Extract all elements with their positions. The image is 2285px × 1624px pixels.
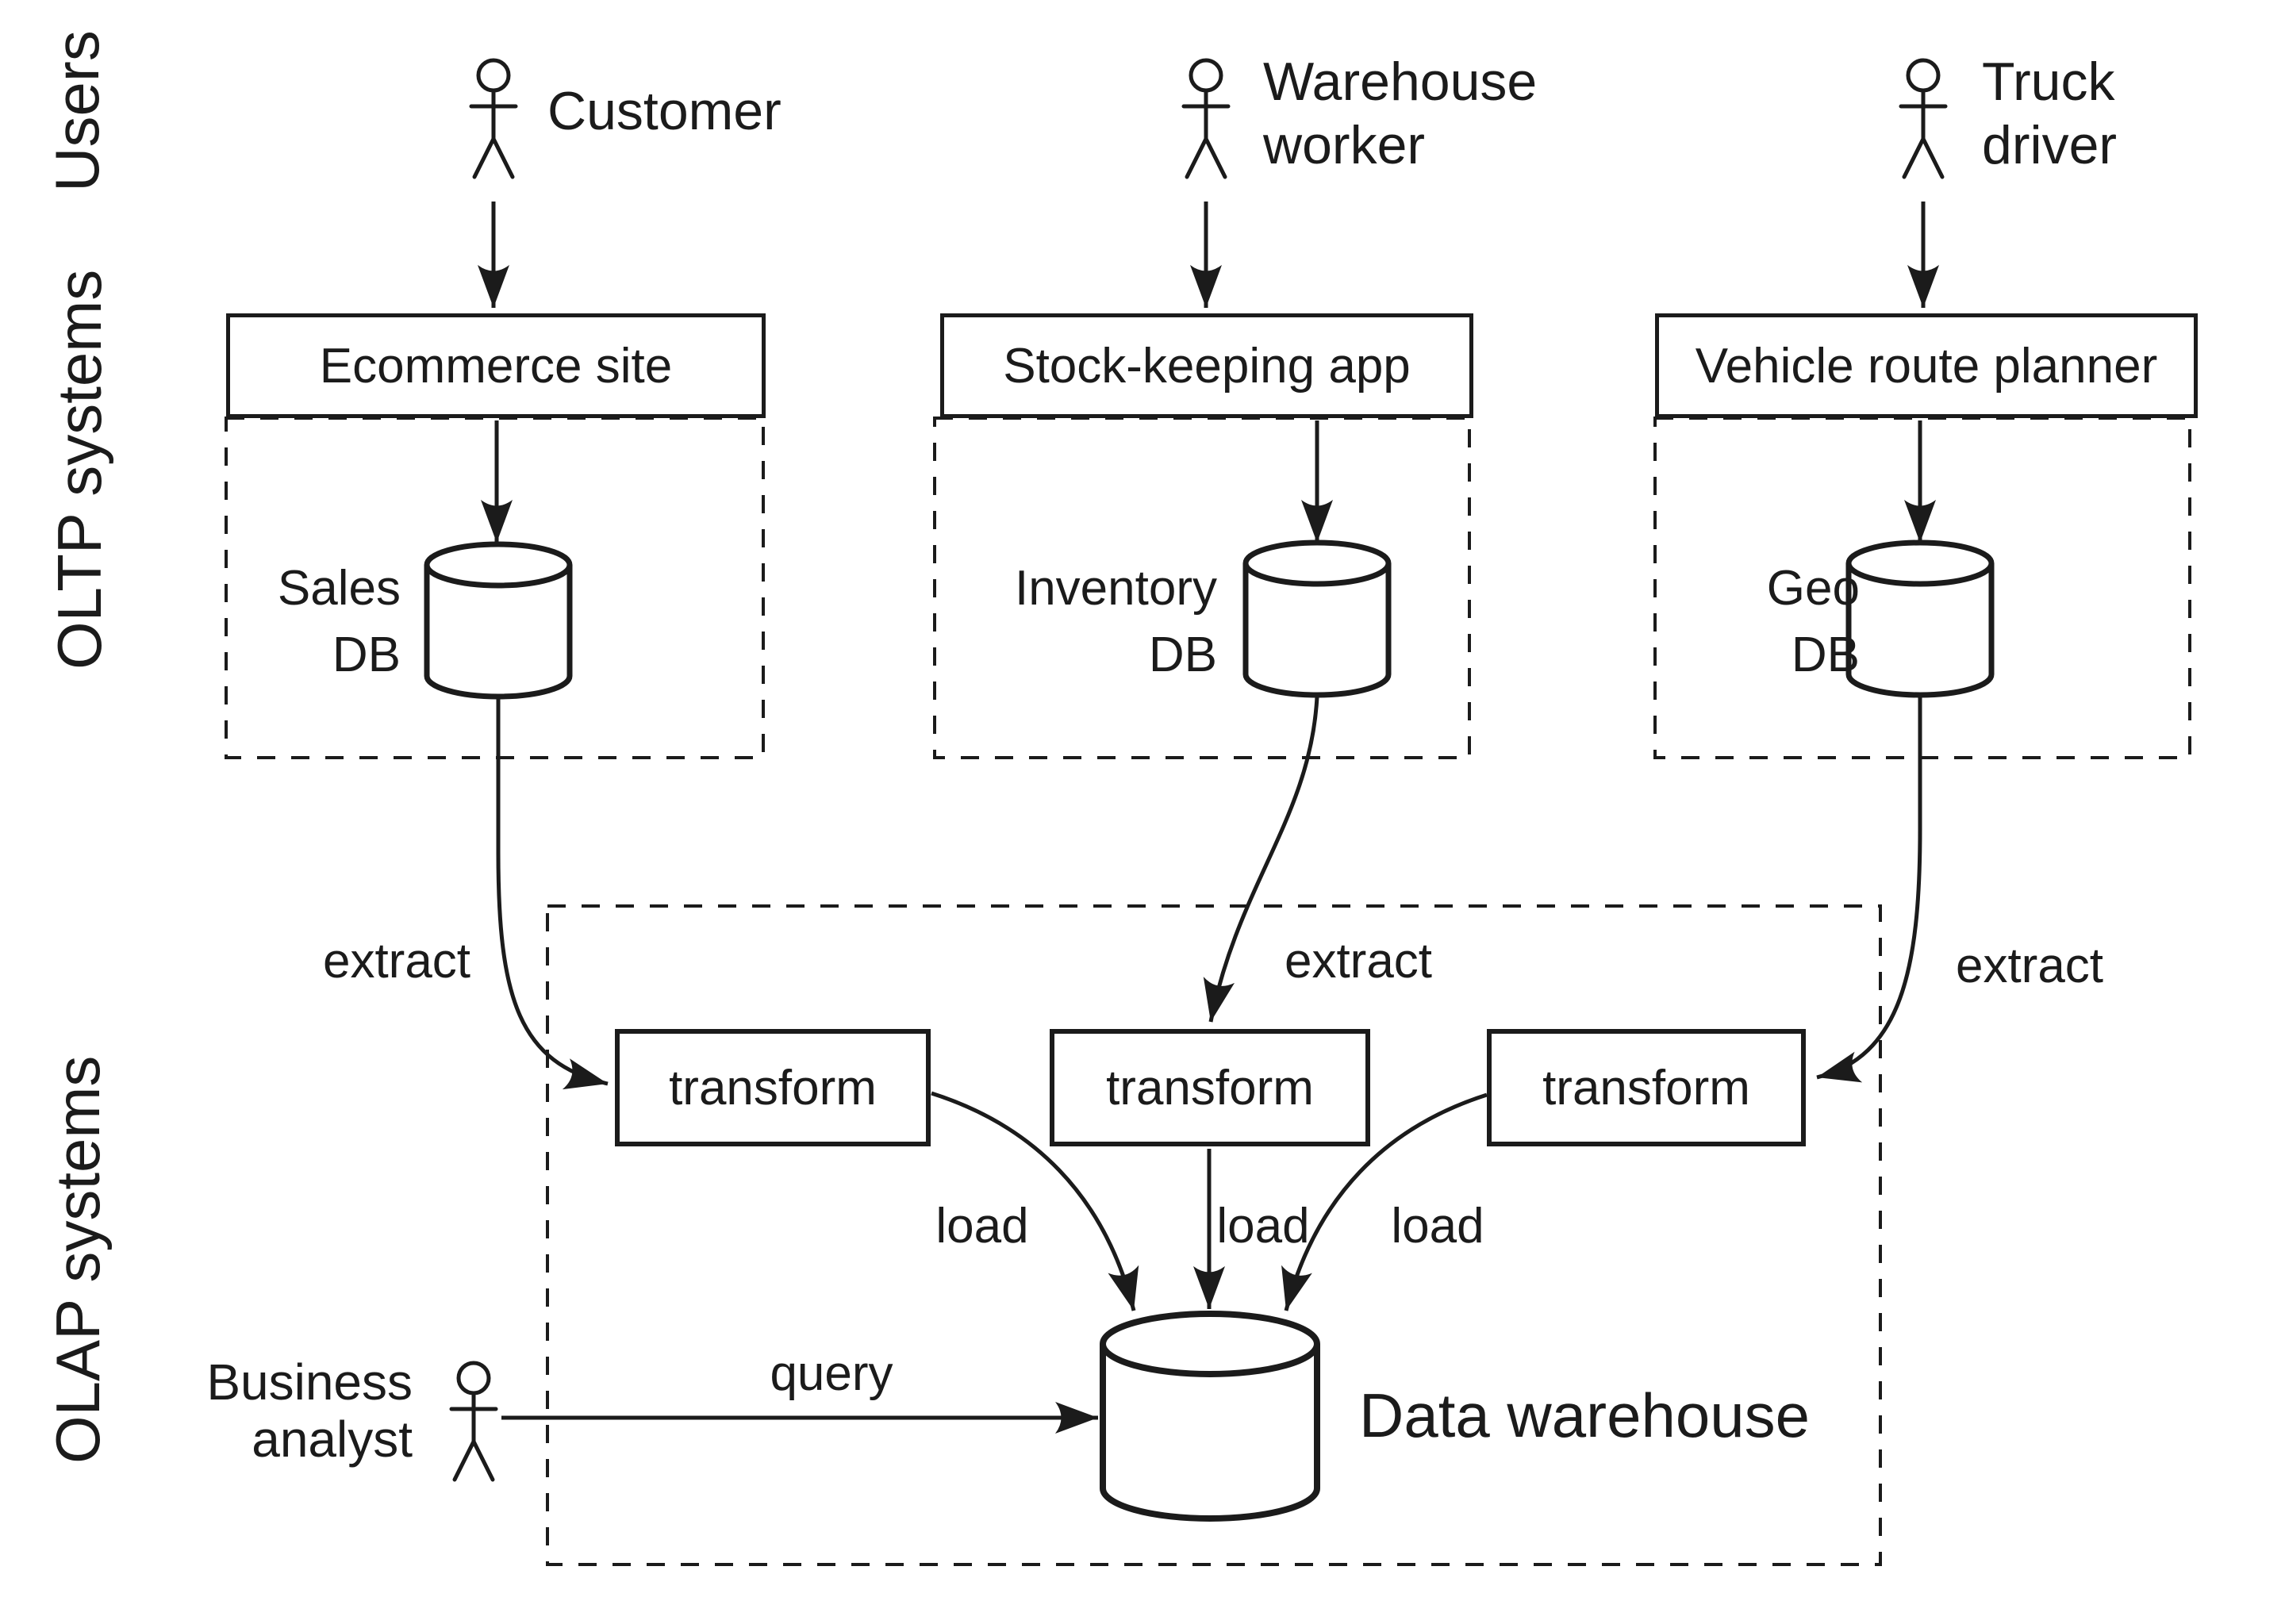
geo-db-cylinder-icon [1845,539,1995,698]
oltp-region-geo [1653,417,2191,759]
warehouse-worker-label-line1: Warehouse [1263,52,1538,112]
salesdb-extract-arrow [496,697,609,1090]
sales-db-label: Sales DB [147,555,401,689]
business-analyst-stick-figure-icon [451,1363,496,1480]
load-label-3: load [1391,1199,1484,1254]
truck-driver-label-line1: Truck [1982,52,2115,112]
sales-db-cylinder-icon [424,541,573,700]
geo-db-label-line2: DB [1791,628,1860,682]
sales-db-label-line2: DB [332,628,401,682]
ecommerce-site-box: Ecommerce site [226,313,766,418]
truck-driver-label-line2: driver [1982,115,2118,175]
load-label-1: load [935,1199,1029,1254]
inventory-db-label-line2: DB [1148,628,1217,682]
vehicle-route-planner-box: Vehicle route planner [1655,313,2198,418]
warehouse-worker-stick-figure-icon [1184,60,1228,177]
query-label: query [770,1346,893,1401]
inventory-db-cylinder-icon [1242,539,1392,698]
transform-label-2: transform [1106,1060,1314,1115]
business-analyst-label: Business analyst [95,1353,413,1468]
inventorydb-extract-arrow [1203,696,1319,1023]
lane-label-users: Users [42,30,112,192]
geodb-extract-arrow [1816,697,1922,1083]
warehouse-worker-label: Warehouse worker [1263,50,1537,177]
truck-driver-label: Truck driver [1982,50,2117,177]
transform-box-3: transform [1487,1029,1806,1146]
extract-label-1: extract [322,934,471,989]
vehicle-route-planner-label: Vehicle route planner [1695,338,2158,394]
customer-label-line1: Customer [547,81,782,141]
inventory-db-label: Inventory DB [963,555,1217,689]
transform-label-1: transform [669,1060,877,1115]
ecommerce-site-label: Ecommerce site [319,338,673,394]
oltp-region-inventory [933,417,1471,759]
warehouse-worker-label-line2: worker [1263,115,1426,175]
transform-box-1: transform [615,1029,931,1146]
extract-label-2: extract [1284,934,1433,989]
stock-keeping-app-box: Stock-keeping app [940,313,1473,418]
transform-label-3: transform [1542,1060,1750,1115]
transform-box-2: transform [1050,1029,1370,1146]
transform3-load-arrow [1281,1092,1488,1311]
business-analyst-label-line1: Business [206,1353,413,1411]
business-analyst-label-line2: analyst [252,1411,413,1468]
olap-region [546,904,1882,1566]
extract-label-3: extract [1955,939,2104,993]
geo-db-label: Geo DB [1606,555,1860,689]
geo-db-label-line1: Geo [1766,561,1860,616]
data-warehouse-cylinder-icon [1100,1311,1320,1522]
customer-label: Customer [547,79,782,143]
stock-keeping-app-label: Stock-keeping app [1003,338,1411,394]
customer-stick-figure-icon [471,60,516,177]
load-label-2: load [1216,1199,1310,1254]
data-warehouse-label: Data warehouse [1359,1380,1811,1450]
sales-db-label-line1: Sales [277,561,401,616]
truck-driver-stick-figure-icon [1901,60,1945,177]
inventory-db-label-line1: Inventory [1014,561,1217,616]
lane-label-oltp-systems: OLTP systems [44,269,114,670]
transform1-load-arrow [931,1091,1139,1311]
oltp-region-sales [225,417,765,759]
